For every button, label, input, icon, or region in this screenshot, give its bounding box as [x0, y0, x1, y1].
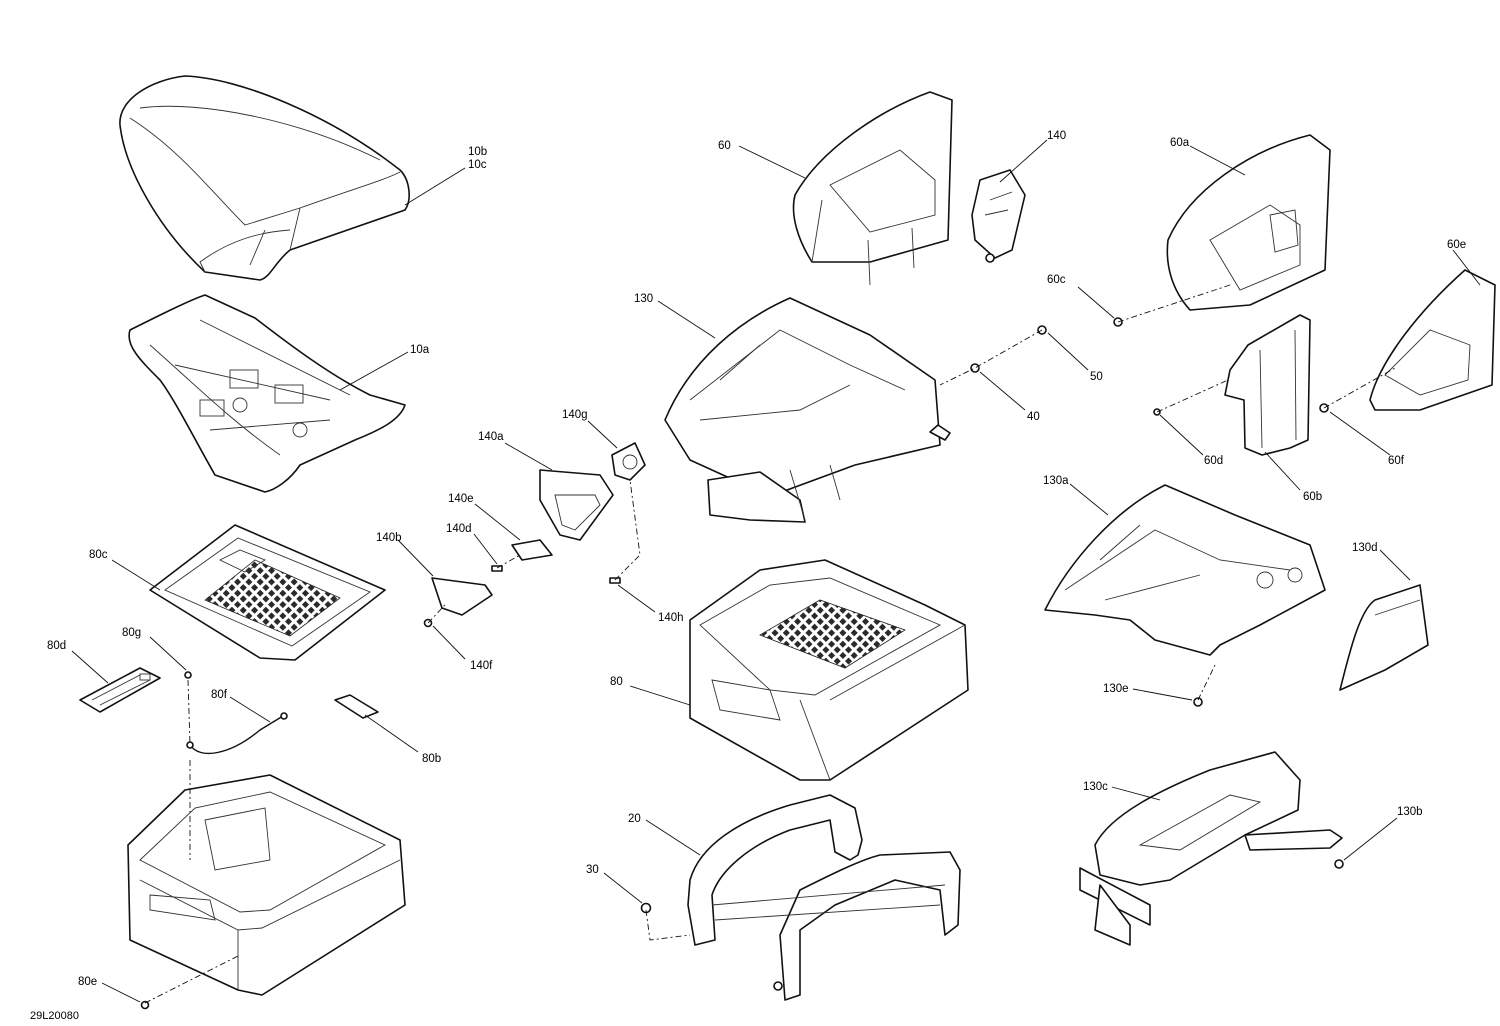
- small-bracket-part[interactable]: [511, 539, 553, 561]
- leader-lines: [71, 139, 1481, 1003]
- callout-140e: 140e: [448, 493, 474, 505]
- callout-140a: 140a: [478, 431, 504, 443]
- callout-80c: 80c: [89, 549, 108, 561]
- callout-10b: 10b: [468, 146, 487, 158]
- callout-140h: 140h: [658, 612, 684, 624]
- drawing-reference: 29L20080: [30, 1010, 79, 1022]
- callout-20: 20: [628, 813, 641, 825]
- callout-labels: 10b 10c 10a 60 140 60a 60c 60e 130 50 40…: [30, 130, 1466, 1022]
- callout-50: 50: [1090, 371, 1103, 383]
- seat-base-part[interactable]: [128, 294, 406, 493]
- slide-bracket-part[interactable]: [1224, 314, 1311, 456]
- backrest-part[interactable]: [792, 91, 953, 286]
- seat-shell-alt-part[interactable]: [1044, 484, 1326, 656]
- cable-part[interactable]: [186, 712, 288, 755]
- callout-130a: 130a: [1043, 475, 1069, 487]
- callout-10a: 10a: [410, 344, 430, 356]
- callout-140b: 140b: [376, 532, 402, 544]
- callout-60a: 60a: [1170, 137, 1190, 149]
- callout-130: 130: [634, 293, 653, 305]
- callout-140f: 140f: [470, 660, 493, 672]
- callout-140d: 140d: [446, 523, 472, 535]
- callout-140: 140: [1047, 130, 1066, 142]
- side-cover-part[interactable]: [431, 577, 493, 616]
- storage-bin-part[interactable]: [127, 774, 406, 996]
- seat-frame-part[interactable]: [687, 794, 961, 1001]
- callout-60c: 60c: [1047, 274, 1066, 286]
- callout-80f: 80f: [211, 689, 228, 701]
- callout-60b: 60b: [1303, 491, 1322, 503]
- seat-cushion-part[interactable]: [119, 75, 410, 281]
- callout-130e: 130e: [1103, 683, 1129, 695]
- seat-shell-part[interactable]: [664, 297, 951, 523]
- callout-80: 80: [610, 676, 623, 688]
- callout-130b: 130b: [1397, 806, 1423, 818]
- slide-rail-assembly-part[interactable]: [1079, 751, 1343, 946]
- callout-60f: 60f: [1388, 455, 1405, 467]
- headrest-cover-part[interactable]: [539, 469, 614, 541]
- adjust-knob-part[interactable]: [611, 442, 646, 481]
- callout-60d: 60d: [1204, 455, 1223, 467]
- backrest-cover-part[interactable]: [1369, 269, 1496, 411]
- callout-80g: 80g: [122, 627, 141, 639]
- storage-lid-part[interactable]: [149, 524, 386, 661]
- latch-plate-part[interactable]: [79, 667, 161, 713]
- callout-80e: 80e: [78, 976, 97, 988]
- callout-130d: 130d: [1352, 542, 1378, 554]
- callout-40: 40: [1027, 411, 1040, 423]
- callout-130c: 130c: [1083, 781, 1108, 793]
- latch-part[interactable]: [334, 694, 379, 719]
- callout-60: 60: [718, 140, 731, 152]
- assembly-lines: [144, 284, 1396, 1004]
- storage-lid-assembly-part[interactable]: [689, 559, 969, 781]
- callout-80b: 80b: [422, 753, 441, 765]
- headrest-mechanism-part[interactable]: [971, 169, 1026, 263]
- callout-60e: 60e: [1447, 239, 1466, 251]
- backrest-alt-part[interactable]: [1166, 134, 1331, 311]
- callout-10c: 10c: [468, 159, 487, 171]
- callout-30: 30: [586, 864, 599, 876]
- callout-80d: 80d: [47, 640, 66, 652]
- side-panel-part[interactable]: [1339, 584, 1429, 691]
- callout-140g: 140g: [562, 409, 588, 421]
